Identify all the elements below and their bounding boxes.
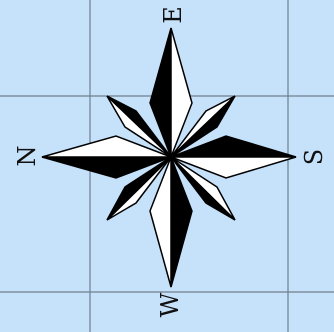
compass-label-right: S (300, 149, 328, 165)
compass-label-left: N (13, 146, 41, 167)
compass-label-bottom: W (156, 292, 184, 317)
compass-label-top: E (159, 6, 187, 24)
compass-rose-icon (42, 28, 296, 287)
compass-major-points (42, 28, 296, 287)
